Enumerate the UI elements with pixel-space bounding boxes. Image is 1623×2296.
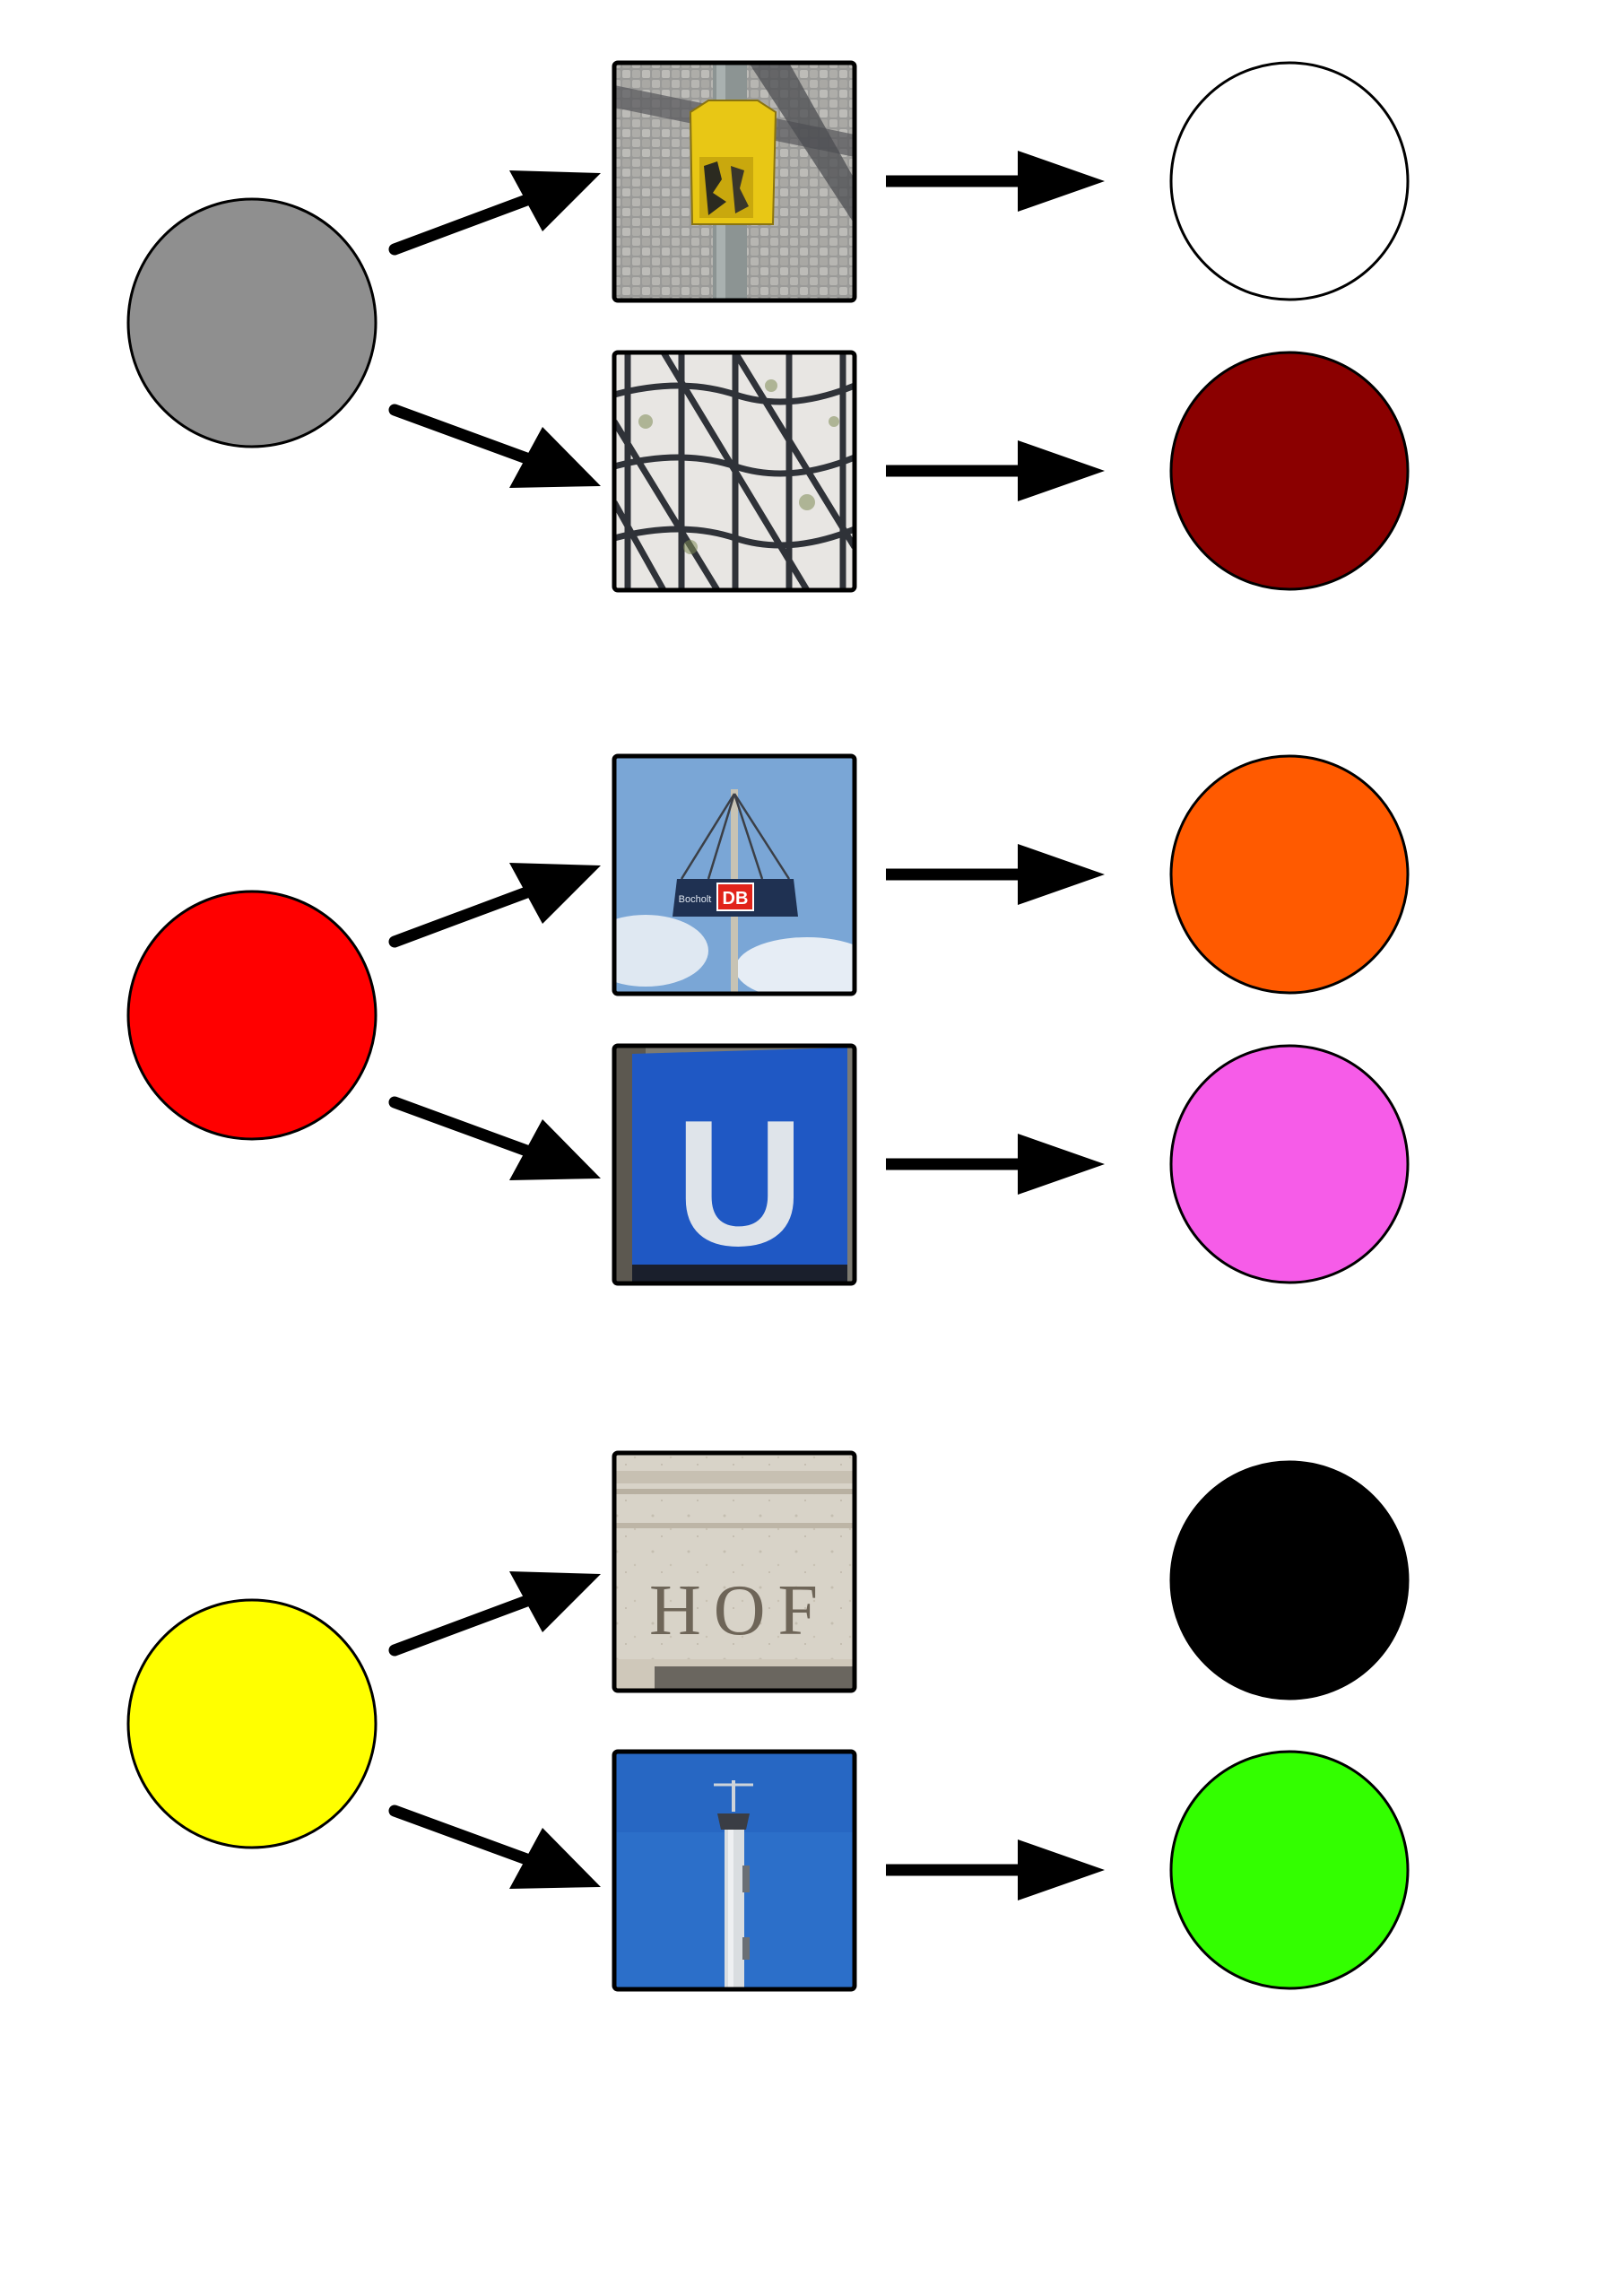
db-sign-side-text: Bocholt [679, 894, 712, 905]
result-arrow [886, 1134, 1105, 1195]
source-circle-red [126, 890, 378, 1141]
photo-frame [612, 1749, 857, 1992]
result-circle-dark-red [1169, 351, 1410, 591]
yellow-pole-icon [614, 63, 855, 300]
db-logo-text: DB [723, 889, 749, 909]
hof-facade-icon: HOF [614, 1453, 855, 1691]
result-arrow [886, 440, 1105, 501]
result-arrow [886, 151, 1105, 212]
result-circle-green [1169, 1750, 1410, 1990]
result-circle-black [1169, 1460, 1410, 1700]
branch-arrow-down [388, 404, 601, 488]
branch-arrow-up [388, 170, 601, 256]
result-arrow [886, 1839, 1105, 1900]
photo-frame [612, 60, 857, 303]
result-arrow [886, 844, 1105, 905]
radio-mast-icon [614, 1752, 855, 1989]
u-bahn-letter: U [675, 1083, 804, 1283]
branch-arrow-down [388, 1096, 601, 1180]
result-circle-pink [1169, 1044, 1410, 1284]
photo-frame [612, 1043, 857, 1286]
result-circle-white [1169, 61, 1410, 301]
branch-arrow-down [388, 1805, 601, 1889]
db-station-sign-icon: DB Bocholt [614, 756, 855, 994]
hof-engraved-text: HOF [649, 1571, 830, 1650]
lattice-trellis-icon [614, 352, 855, 590]
result-circle-orange [1169, 754, 1410, 995]
source-circle-gray [126, 197, 378, 448]
branch-arrow-up [388, 863, 601, 948]
source-circle-yellow [126, 1598, 378, 1849]
u-bahn-sign-icon: U [614, 1046, 855, 1283]
photo-frame [612, 1450, 857, 1693]
photo-frame [612, 350, 857, 593]
photo-frame [612, 753, 857, 996]
branch-arrow-up [388, 1571, 601, 1657]
